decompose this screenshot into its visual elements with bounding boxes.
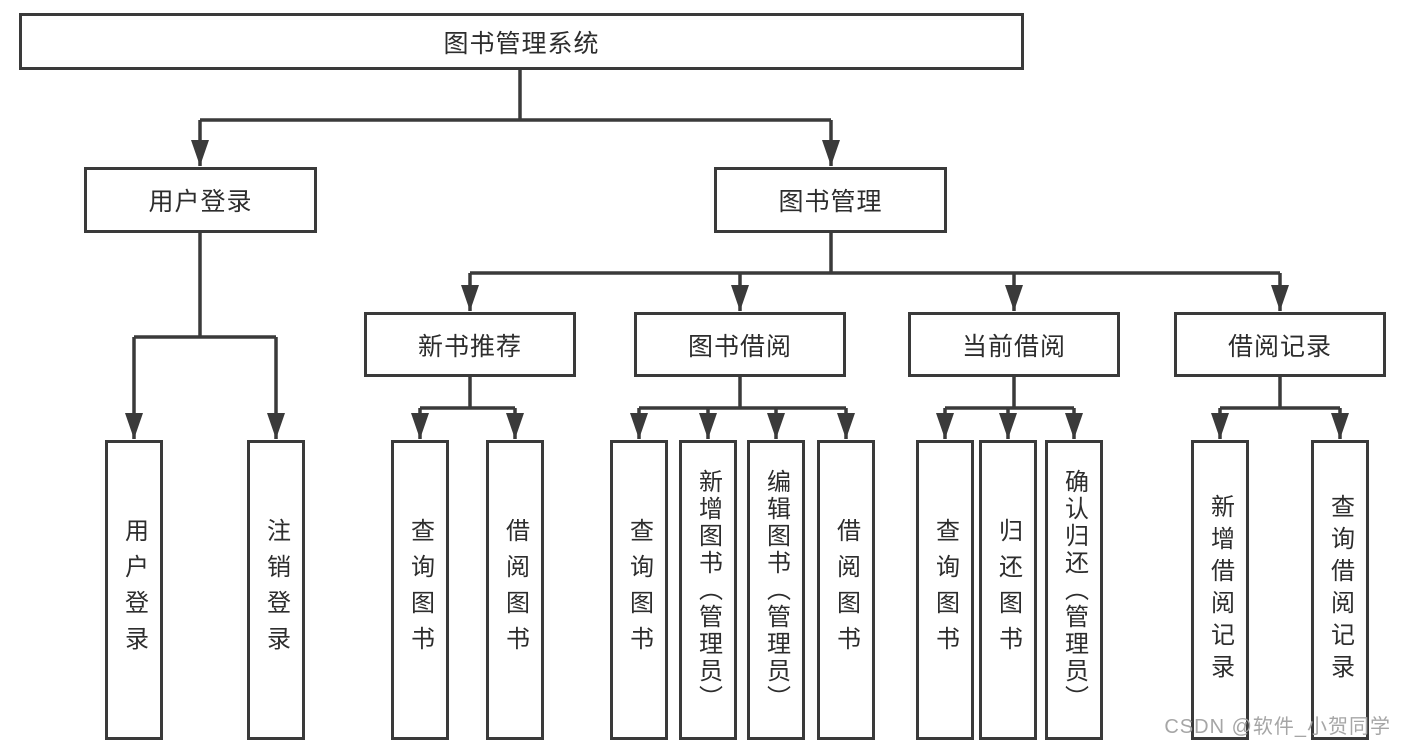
connector-skeleton xyxy=(639,377,846,410)
connector-borrow-records-children xyxy=(1211,377,1349,439)
node-leaf-add-borrow-record: 新增借阅记录 xyxy=(1191,440,1249,740)
node-leaf-query-borrow-record: 查询借阅记录 xyxy=(1311,440,1369,740)
node-leaf-borrow-books-1: 借阅图书 xyxy=(486,440,544,740)
node-label: 查询图书 xyxy=(625,518,653,662)
connector-new-book-children xyxy=(411,377,524,439)
connector-skeleton xyxy=(1220,377,1340,410)
node-label: 当前借阅 xyxy=(961,332,1066,361)
node-label: 借阅记录 xyxy=(1227,332,1332,361)
connector-skeleton xyxy=(470,233,1280,275)
node-book-borrow: 图书借阅 xyxy=(634,312,846,377)
node-label: 图书管理 xyxy=(778,188,883,216)
node-borrow-records: 借阅记录 xyxy=(1174,312,1386,377)
node-label: 借阅图书 xyxy=(501,518,529,662)
connector-skeleton xyxy=(945,377,1074,410)
node-library-management-system: 图书管理系统 xyxy=(19,13,1024,70)
connector-skeleton xyxy=(200,70,831,122)
connector-current-borrow-children xyxy=(936,377,1083,439)
connector-skeleton xyxy=(134,233,276,339)
connector-book-management-children xyxy=(461,233,1289,311)
node-label: 确认归还（管理员） xyxy=(1060,468,1088,712)
node-leaf-query-books-1: 查询图书 xyxy=(391,440,449,740)
node-label: 新增图书（管理员） xyxy=(694,468,722,712)
node-current-borrow: 当前借阅 xyxy=(908,312,1120,377)
node-leaf-confirm-return-admin: 确认归还（管理员） xyxy=(1045,440,1103,740)
node-leaf-add-books-admin: 新增图书（管理员） xyxy=(679,440,737,740)
node-new-book-recommend: 新书推荐 xyxy=(364,312,576,377)
node-leaf-borrow-books-2: 借阅图书 xyxy=(817,440,875,740)
node-label: 借阅图书 xyxy=(832,518,860,662)
node-label: 归还图书 xyxy=(994,518,1022,662)
node-leaf-return-books: 归还图书 xyxy=(979,440,1037,740)
csdn-watermark: CSDN @软件_小贺同学 xyxy=(1164,716,1391,738)
node-label: 新增借阅记录 xyxy=(1206,494,1234,686)
node-label: 图书管理系统 xyxy=(443,29,600,58)
node-label: 查询图书 xyxy=(931,518,959,662)
node-label: 新书推荐 xyxy=(417,332,522,361)
node-label: 图书借阅 xyxy=(687,332,792,361)
node-label: 用户登录 xyxy=(120,518,148,662)
node-leaf-edit-books-admin: 编辑图书（管理员） xyxy=(747,440,805,740)
node-leaf-query-books-3: 查询图书 xyxy=(916,440,974,740)
node-label: 注销登录 xyxy=(262,518,290,662)
node-leaf-query-books-2: 查询图书 xyxy=(610,440,668,740)
node-label: 用户登录 xyxy=(148,188,253,216)
connector-root-to-level2 xyxy=(191,70,840,166)
node-leaf-logout: 注销登录 xyxy=(247,440,305,740)
node-label: 查询借阅记录 xyxy=(1326,494,1354,686)
connector-book-borrow-children xyxy=(630,377,855,439)
connector-user-login-children xyxy=(125,233,285,439)
connector-skeleton xyxy=(420,377,515,410)
node-leaf-user-login: 用户登录 xyxy=(105,440,163,740)
node-label: 编辑图书（管理员） xyxy=(762,468,790,712)
node-book-management: 图书管理 xyxy=(714,167,947,233)
node-label: 查询图书 xyxy=(406,518,434,662)
node-user-login: 用户登录 xyxy=(84,167,317,233)
